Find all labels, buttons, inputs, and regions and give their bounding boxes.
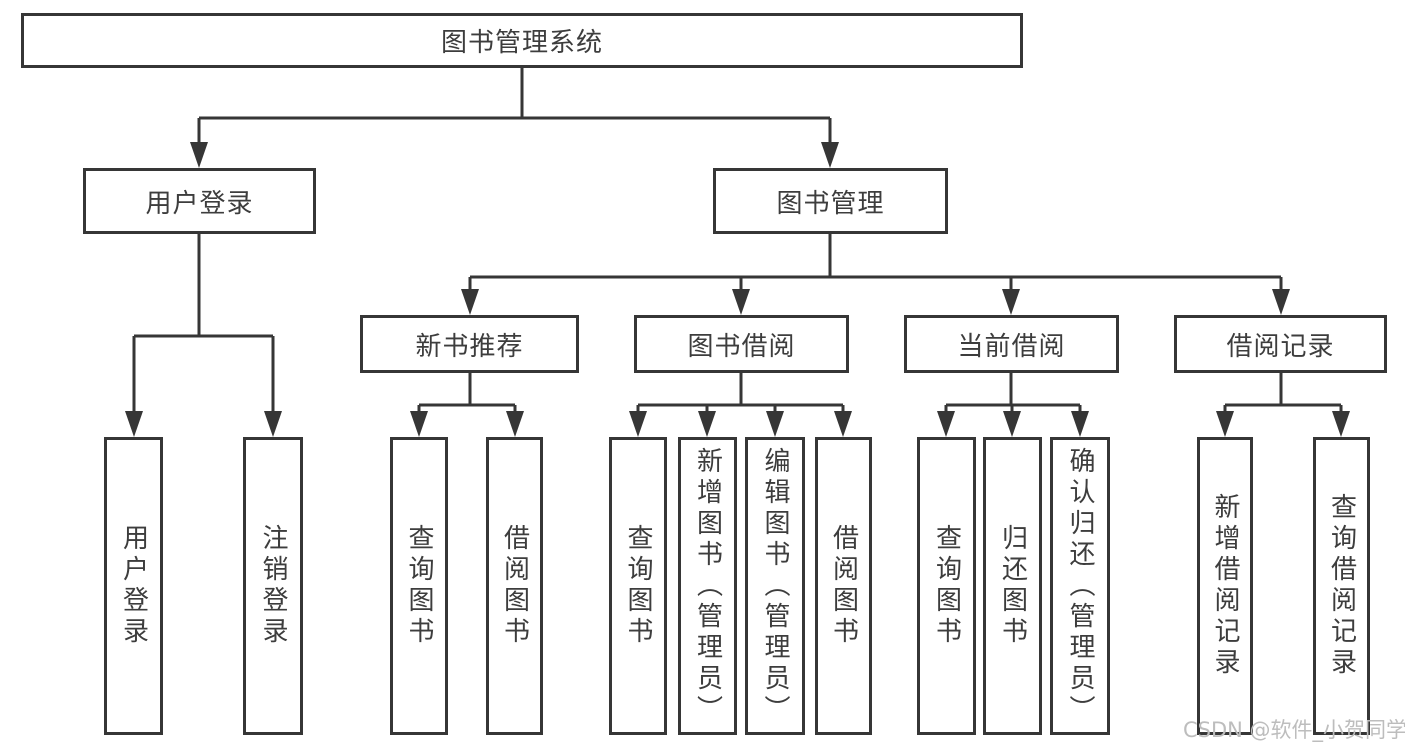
arrowhead-icon (410, 411, 428, 437)
arrowhead-icon (732, 289, 750, 315)
connector-book-borrowing-to-leaves (629, 371, 852, 437)
leaf-logout-login: 注销登录 (243, 437, 303, 735)
arrowhead-icon (821, 142, 839, 168)
node-book-borrowing: 图书借阅 (634, 315, 849, 373)
node-current-borrowing: 当前借阅 (904, 315, 1119, 373)
arrowhead-icon (1003, 411, 1021, 437)
connector-root-to-level2 (190, 66, 839, 168)
arrowhead-icon (1216, 411, 1234, 437)
leaf-borrowing-add-books-admin: 新增图书（管理员） (678, 437, 737, 735)
leaf-user-login: 用户登录 (104, 437, 163, 735)
node-book-management: 图书管理 (713, 168, 948, 234)
connector-current-borrowing-to-leaves (937, 371, 1089, 437)
arrowhead-icon (834, 411, 852, 437)
connector-new-books-to-leaves (410, 371, 524, 437)
leaf-borrowing-borrow-books: 借阅图书 (815, 437, 872, 735)
connector-borrowing-records-to-leaves (1216, 371, 1350, 437)
arrowhead-icon (1332, 411, 1350, 437)
node-library-management-system: 图书管理系统 (21, 13, 1023, 68)
node-borrowing-records: 借阅记录 (1174, 315, 1387, 373)
node-new-book-recommendation: 新书推荐 (360, 315, 579, 373)
node-user-login: 用户登录 (83, 168, 316, 234)
leaf-newbooks-borrow-books: 借阅图书 (486, 437, 543, 735)
leaf-borrowing-edit-books-admin: 编辑图书（管理员） (745, 437, 805, 735)
watermark-text: CSDN @软件_小贺同学 (1183, 718, 1405, 742)
arrowhead-icon (1272, 289, 1290, 315)
arrowhead-icon (698, 411, 716, 437)
connector-book-management-to-level3 (461, 232, 1290, 315)
arrowhead-icon (190, 142, 208, 168)
arrowhead-icon (506, 411, 524, 437)
leaf-current-return-books: 归还图书 (983, 437, 1042, 735)
leaf-records-query-borrow-record: 查询借阅记录 (1313, 437, 1370, 735)
leaf-newbooks-query-books: 查询图书 (390, 437, 448, 735)
arrowhead-icon (125, 411, 143, 437)
leaf-records-add-borrow-record: 新增借阅记录 (1197, 437, 1253, 735)
leaf-current-confirm-return-admin: 确认归还（管理员） (1050, 437, 1110, 735)
leaf-borrowing-query-books: 查询图书 (609, 437, 667, 735)
arrowhead-icon (766, 411, 784, 437)
arrowhead-icon (629, 411, 647, 437)
arrowhead-icon (461, 289, 479, 315)
arrowhead-icon (937, 411, 955, 437)
connector-user-login-to-leaves (125, 232, 282, 437)
arrowhead-icon (1071, 411, 1089, 437)
arrowhead-icon (1002, 289, 1020, 315)
leaf-current-query-books: 查询图书 (917, 437, 976, 735)
arrowhead-icon (264, 411, 282, 437)
